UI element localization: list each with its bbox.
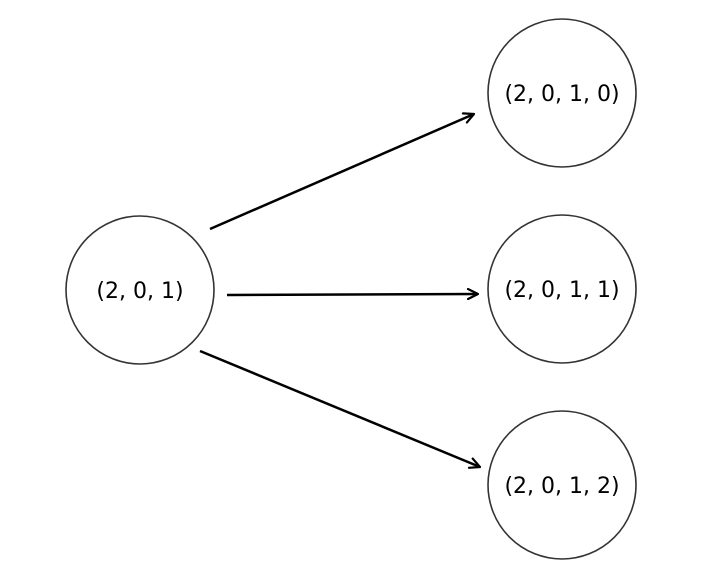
node-child2-circle (487, 410, 637, 560)
node-child0: (2, 0, 1, 0) (487, 18, 637, 168)
edge-root-to-child1 (226, 294, 478, 295)
node-child0-label: (2, 0, 1, 0) (504, 82, 619, 107)
edge-root-to-child2 (199, 349, 480, 467)
node-root-circle (65, 215, 215, 365)
node-child0-circle (487, 18, 637, 168)
node-root-label: (2, 0, 1) (96, 279, 183, 304)
node-child2-label: (2, 0, 1, 2) (504, 474, 619, 499)
edge-root-to-child0 (209, 114, 474, 231)
node-child1-label: (2, 0, 1, 1) (504, 278, 619, 303)
node-child1: (2, 0, 1, 1) (487, 214, 637, 364)
node-child1-circle (487, 214, 637, 364)
node-child2: (2, 0, 1, 2) (487, 410, 637, 560)
node-root: (2, 0, 1) (65, 215, 215, 365)
